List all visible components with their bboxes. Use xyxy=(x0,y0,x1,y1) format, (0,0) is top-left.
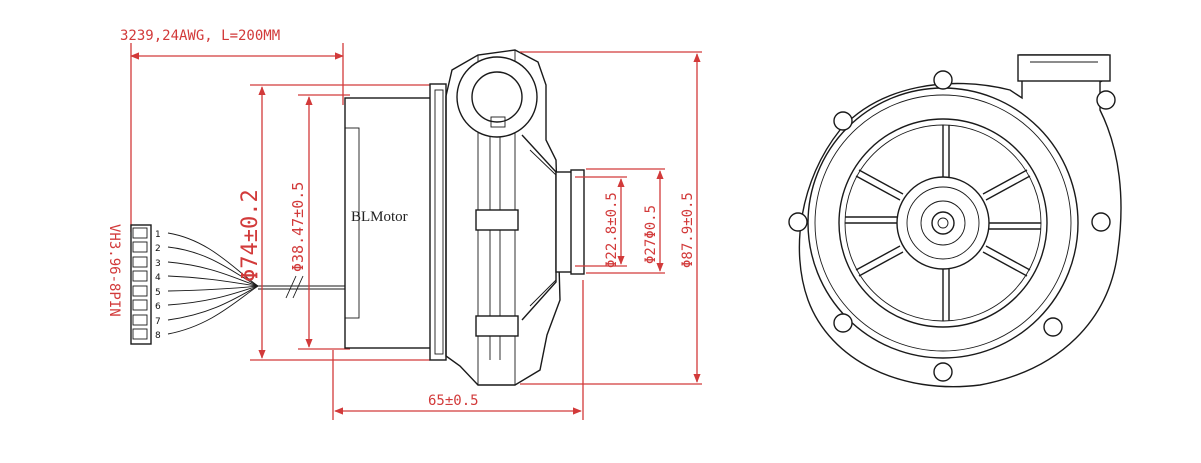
mount-ear-bottom-left xyxy=(833,313,853,333)
outlet-port xyxy=(1017,54,1111,82)
pin-7 xyxy=(132,314,148,326)
mount-ear-top-left xyxy=(833,111,853,131)
mount-ear-top xyxy=(933,70,953,90)
pin-label: 2 xyxy=(155,244,161,254)
outlet-outer-label: Φ27Φ0.5 xyxy=(643,205,659,264)
motor-label: BLMotor xyxy=(351,209,408,225)
pin-5 xyxy=(132,285,148,297)
inlet-tube xyxy=(570,169,585,275)
motor-diameter-label: Φ74±0.2 xyxy=(238,189,263,282)
pin-label: 5 xyxy=(155,288,161,298)
pin-4 xyxy=(132,270,148,282)
connector-pins xyxy=(132,227,148,340)
outlet-tube-bore xyxy=(471,71,523,123)
pin-number-labels: 1 2 3 4 5 6 7 8 xyxy=(155,230,161,341)
grille-spokes xyxy=(845,125,1041,321)
intake-cone xyxy=(521,134,557,321)
outlet-clip xyxy=(490,116,506,128)
outlet-inner-label: Φ22.8±0.5 xyxy=(604,192,620,268)
pin-label: 3 xyxy=(155,259,161,269)
pin-label: 4 xyxy=(155,273,161,283)
hub-outer xyxy=(896,176,990,270)
connector-label: VH3.96-8PIN xyxy=(106,224,122,317)
mount-ear-right xyxy=(1091,212,1111,232)
side-view: 3239,24AWG, L=200MM VH3.96-8PIN 1 2 3 4 … xyxy=(106,28,702,420)
pin-3 xyxy=(132,256,148,268)
pin-label: 6 xyxy=(155,302,161,312)
pin-1 xyxy=(132,227,148,239)
mount-tab-side xyxy=(475,209,519,231)
wire-spec-label: 3239,24AWG, L=200MM xyxy=(120,28,280,44)
overall-length-label: 65±0.5 xyxy=(428,393,479,409)
motor-flange xyxy=(429,83,447,361)
pin-label: 8 xyxy=(155,331,161,341)
front-view xyxy=(788,54,1122,388)
connector-housing xyxy=(130,224,152,345)
hub-inner xyxy=(920,200,966,246)
mount-ear-bottom-right xyxy=(1043,317,1063,337)
shaft xyxy=(931,211,955,235)
housing-height-label: Φ87.9±0.5 xyxy=(680,192,696,268)
motor-flange-inner xyxy=(434,89,444,355)
hub-ring xyxy=(906,186,980,260)
mount-ear-outlet xyxy=(1096,90,1116,110)
wire-bundle xyxy=(167,232,345,335)
stator-diameter-label: Φ38.47±0.5 xyxy=(289,182,307,272)
motor-can-step xyxy=(344,127,360,319)
mount-tab-side-lower xyxy=(475,315,519,337)
housing-inner-ring xyxy=(814,94,1072,352)
pin-8 xyxy=(132,328,148,340)
mounting-ears xyxy=(788,70,1116,382)
pin-2 xyxy=(132,241,148,253)
mount-ear-left xyxy=(788,212,808,232)
inlet-ring xyxy=(838,118,1048,328)
motor-can xyxy=(344,97,436,349)
mount-ear-bottom xyxy=(933,362,953,382)
outlet-tube-end xyxy=(456,56,538,138)
pin-label: 1 xyxy=(155,230,161,240)
pin-label: 7 xyxy=(155,317,161,327)
shaft-center xyxy=(937,217,949,229)
pin-6 xyxy=(132,299,148,311)
intake-cone-ribs xyxy=(529,149,557,307)
volute-housing xyxy=(798,54,1122,388)
